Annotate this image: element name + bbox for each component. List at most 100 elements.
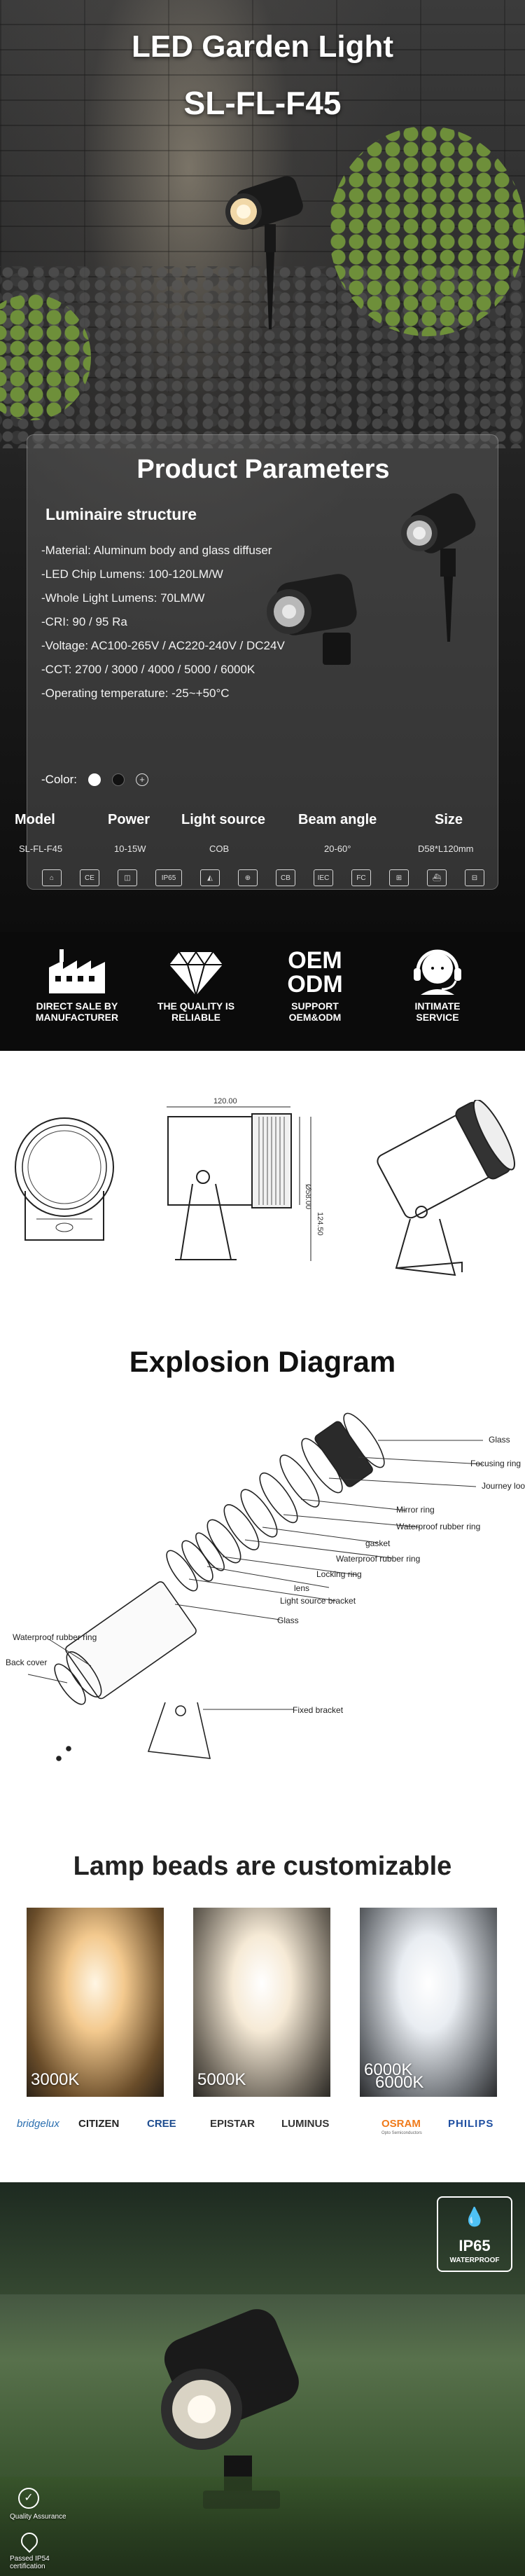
brand-osram: OSRAM	[382, 2118, 421, 2130]
spec-material: -Material: Aluminum body and glass diffu…	[41, 544, 272, 557]
label-glass-rear: Glass	[277, 1616, 299, 1625]
outdoor-scene: 💧 IP65 WATERPROOF ✓ Quality Assurance Pa…	[0, 2182, 525, 2576]
cert-rohs-icon: ◫	[118, 869, 137, 886]
lamp-beads-title: Lamp beads are customizable	[73, 1852, 452, 1881]
quality-assurance-icon: ✓	[18, 2488, 39, 2509]
cert-ce-icon: CE	[80, 869, 99, 886]
table-cell-light-source: COB	[209, 843, 230, 854]
certification-icons: ⌂ CE ◫ IP65 ◭ ⊕ CB IEC FC ⊞ ⛴ ⊟	[33, 869, 493, 886]
bead-5000k-image: 5000K	[193, 1908, 330, 2097]
brand-bridgelux: bridgelux	[17, 2118, 59, 2130]
dimension-diameter: Ø58.00	[304, 1184, 312, 1210]
table-cell-beam-angle: 20-60°	[324, 843, 351, 854]
brand-cree: CREE	[147, 2118, 176, 2130]
parameters-heading: Product Parameters	[136, 455, 390, 484]
feature-quality-label: THE QUALITY IS RELIABLE	[157, 1000, 235, 1023]
spec-cct: -CCT: 2700 / 3000 / 4000 / 5000 / 6000K	[41, 663, 255, 676]
hero-title-line2: SL-FL-F45	[183, 85, 342, 121]
feature-direct-sale-label: DIRECT SALE BY MANUFACTURER	[35, 1000, 119, 1023]
table-header-size: Size	[435, 812, 463, 827]
explosion-diagram: Glass Focusing ring Journey loop Mirror …	[0, 1408, 525, 1786]
passed-ip54-text: Passed IP54 certification	[10, 2555, 50, 2570]
cert-ip65-icon: IP65	[155, 869, 182, 886]
ip65-rating-text: IP65	[458, 2237, 491, 2254]
hero-garden-light-image	[225, 176, 303, 329]
label-back-cover: Back cover	[6, 1658, 48, 1667]
ivy-leaves-right	[329, 126, 525, 336]
label-mirror-ring: Mirror ring	[396, 1505, 435, 1515]
features-band: DIRECT SALE BY MANUFACTURER THE QUALITY …	[0, 932, 525, 1051]
feature-direct-sale: DIRECT SALE BY MANUFACTURER	[18, 944, 136, 1023]
table-cell-power: 10-15W	[114, 843, 146, 854]
brand-osram-sub: Opto Semiconductors	[382, 2131, 422, 2135]
spec-temperature: -Operating temperature: -25~+50°C	[41, 687, 230, 700]
hero-section: LED Garden Light SL-FL-F45 Product Param…	[0, 0, 525, 932]
product-image-small	[267, 574, 357, 665]
cert-fcc-icon: FC	[351, 869, 371, 886]
color-swatch-custom[interactable]: +	[136, 773, 149, 786]
label-waterproof-ring-rear: Waterproof rubber ring	[13, 1632, 97, 1642]
brand-philips: PHILIPS	[448, 2118, 494, 2130]
spec-list: -Material: Aluminum body and glass diffu…	[41, 539, 285, 705]
spec-voltage: -Voltage: AC100-265V / AC220-240V / DC24…	[41, 639, 285, 652]
ivy-leaves-left	[0, 294, 91, 420]
cert-cul-icon: ⊕	[238, 869, 258, 886]
cert-ship-icon: ⛴	[427, 869, 447, 886]
ip65-waterproof-badge: 💧 IP65 WATERPROOF	[437, 2196, 512, 2272]
brand-citizen: CITIZEN	[78, 2118, 120, 2130]
bead-6000k-image: 6000K 6000K	[360, 1908, 497, 2097]
feature-oem-odm: OEM ODM SUPPORT OEM&ODM	[255, 944, 374, 1023]
bead-5000k-label: 5000K	[197, 2070, 246, 2089]
front-view-drawing	[15, 1117, 114, 1241]
bead-6000k-label-overlap: 6000K	[375, 2073, 424, 2092]
cert-etl-icon: ◭	[200, 869, 220, 886]
explosion-diagram-title: Explosion Diagram	[129, 1345, 396, 1378]
bead-3000k-image: 3000K	[27, 1908, 164, 2097]
feature-service: INTIMATE SERVICE	[378, 944, 497, 1023]
label-fixed-bracket: Fixed bracket	[293, 1705, 344, 1715]
side-view-drawing	[167, 1106, 312, 1261]
color-options: -Color: +	[41, 773, 149, 787]
hero-title-line1: LED Garden Light	[132, 29, 393, 64]
feature-service-label: INTIMATE SERVICE	[414, 1000, 461, 1023]
label-focusing-ring: Focusing ring	[470, 1459, 522, 1468]
spec-chip-lumens: -LED Chip Lumens: 100-120LM/W	[41, 567, 223, 581]
label-gasket: gasket	[365, 1538, 391, 1548]
factory-icon	[49, 949, 105, 993]
color-swatch-black[interactable]	[112, 773, 125, 786]
diamond-icon	[169, 951, 223, 997]
table-header-power: Power	[108, 812, 150, 827]
label-locking-ring: Locking ring	[316, 1569, 362, 1579]
scene-garden-light-image	[161, 2309, 299, 2509]
cert-saa-icon: ⊞	[389, 869, 409, 886]
color-swatch-white[interactable]	[88, 773, 102, 786]
label-light-source-bracket: Light source bracket	[280, 1596, 356, 1606]
table-cell-size: D58*L120mm	[418, 843, 474, 854]
dimension-height: 124.50	[316, 1212, 324, 1236]
cert-iec-icon: IEC	[314, 869, 333, 886]
brand-luminus: LUMINUS	[281, 2118, 330, 2130]
table-header-beam-angle: Beam angle	[298, 812, 377, 827]
bead-6000k-label: 6000K	[364, 2060, 413, 2079]
feature-quality: THE QUALITY IS RELIABLE	[136, 944, 255, 1023]
color-label: -Color:	[41, 773, 78, 786]
cert-cb-icon: CB	[276, 869, 295, 886]
dimension-length: 120.00	[214, 1097, 237, 1106]
waterproof-text: WATERPROOF	[449, 2257, 500, 2264]
odm-icon-text: ODM	[287, 971, 343, 998]
cert-tuv-icon: ⊟	[465, 869, 484, 886]
water-drops-icon: 💧	[463, 2206, 486, 2227]
quality-assurance-text: Quality Assurance	[10, 2513, 66, 2521]
spec-cri: -CRI: 90 / 95 Ra	[41, 615, 127, 628]
grass-foreground	[0, 2477, 525, 2576]
label-glass-front: Glass	[489, 1435, 510, 1445]
technical-drawings: 120.00 Ø58.00 124.50	[0, 1051, 525, 1331]
table-header-model: Model	[15, 812, 55, 827]
product-parameters-panel: Product Parameters Luminaire structure -…	[15, 434, 498, 890]
brand-epistar: EPISTAR	[210, 2118, 255, 2130]
label-waterproof-ring-2: Waterproof rubber ring	[336, 1554, 421, 1564]
spec-whole-lumens: -Whole Light Lumens: 70LM/W	[41, 591, 205, 605]
bead-3000k-label: 3000K	[31, 2070, 80, 2089]
chip-brand-logos: bridgelux CITIZEN CREE EPISTAR LUMINUS O…	[0, 2112, 525, 2140]
exploded-parts-drawing	[27, 1412, 484, 1761]
